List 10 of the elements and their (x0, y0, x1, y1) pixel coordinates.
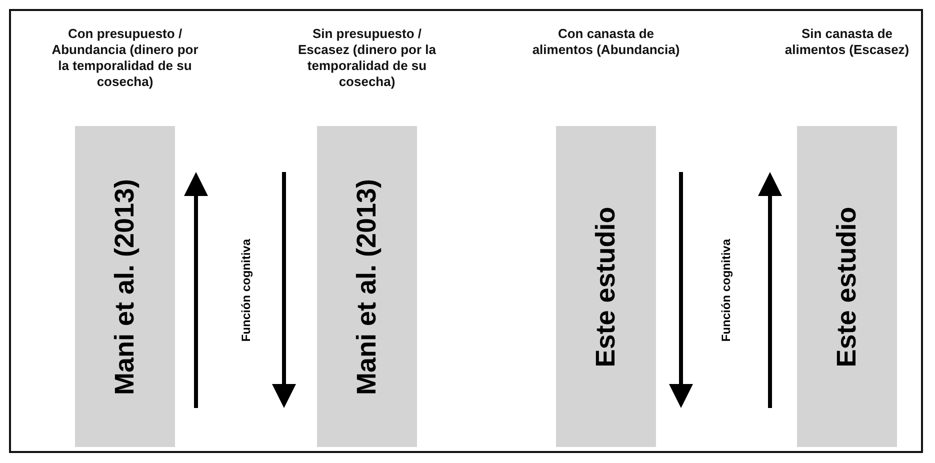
axis-label: Función cognitiva (719, 238, 733, 342)
axis-label: Función cognitiva (239, 238, 253, 342)
column-heading: Con presupuesto / Abundancia (dinero por la temporalidad de su cosecha) (50, 26, 200, 90)
bar-label: Mani et al. (2013) (110, 178, 140, 395)
bar-label: Mani et al. (2013) (352, 178, 382, 395)
bar-label: Este estudio (832, 206, 862, 367)
column-heading: Sin canasta de alimentos (Escasez) (784, 26, 910, 58)
column-heading: Con canasta de alimentos (Abundancia) (531, 26, 681, 58)
column-heading: Sin presupuesto / Escasez (dinero por la temporalidad de su cosecha) (297, 26, 437, 90)
bar-label: Este estudio (590, 206, 622, 367)
